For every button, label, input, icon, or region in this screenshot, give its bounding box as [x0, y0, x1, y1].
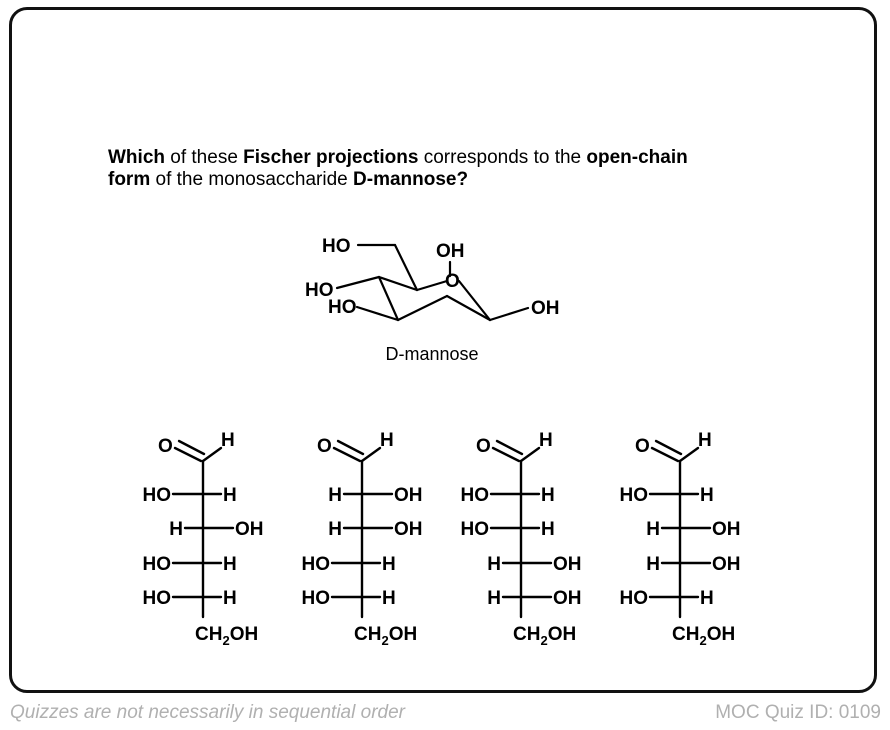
haworth-labels: HO OH O HO HO OH — [305, 236, 560, 319]
left-substituent: H — [487, 554, 501, 575]
bond-c4-c5 — [377, 275, 419, 292]
right-substituent: H — [700, 485, 714, 506]
right-substituent: H — [223, 588, 237, 609]
aldehyde-double-bond-2 — [336, 439, 365, 456]
ch2oh-label: CH2OH — [672, 624, 735, 648]
left-substituent: HO — [461, 485, 490, 506]
right-substituent: H — [223, 485, 237, 506]
bond-c1-oh — [488, 306, 530, 322]
right-substituent: OH — [394, 519, 423, 540]
right-substituent: H — [541, 519, 555, 540]
aldehyde-double-bond-1 — [173, 446, 203, 463]
aldehyde-h-bond — [519, 446, 541, 463]
label-ho-left: HO — [305, 280, 334, 301]
right-substituent: H — [700, 588, 714, 609]
right-substituent: OH — [553, 554, 582, 575]
right-substituent: OH — [394, 485, 423, 506]
footer-disclaimer: Quizzes are not necessarily in sequentia… — [10, 702, 405, 723]
aldehyde-h-bond — [360, 446, 382, 463]
bond-c2-c1 — [445, 294, 492, 322]
q-bold-form: form — [108, 169, 151, 190]
aldehyde-h-label: H — [380, 430, 394, 451]
aldehyde-o-label: O — [317, 436, 332, 457]
aldehyde-o-label: O — [635, 436, 650, 457]
left-substituent: HO — [461, 519, 490, 540]
q-text-2: corresponds to the — [418, 147, 587, 168]
left-substituent: HO — [143, 554, 172, 575]
question-text: Which of these Fischer projections corre… — [108, 147, 808, 191]
q-bold-which: Which — [108, 147, 165, 168]
label-oh-right: OH — [531, 298, 560, 319]
aldehyde-h-bond — [678, 446, 700, 463]
q-bold-d-mannose: D-mannose? — [353, 169, 469, 190]
left-substituent: HO — [620, 485, 649, 506]
label-d-mannose: D-mannose — [385, 344, 478, 364]
q-text-1: of these — [165, 147, 244, 168]
bond-ho-c4 — [335, 275, 381, 290]
bond-c4-c3 — [377, 275, 400, 322]
right-substituent: H — [382, 554, 396, 575]
aldehyde-h-bond — [201, 446, 223, 463]
ch2oh-label: CH2OH — [354, 624, 417, 648]
aldehyde-double-bond-2 — [495, 439, 524, 456]
ch2oh-label: CH2OH — [195, 624, 258, 648]
left-substituent: HO — [302, 588, 331, 609]
left-substituent: HO — [143, 485, 172, 506]
right-substituent: H — [223, 554, 237, 575]
q-bold-fischer: Fischer projections — [243, 147, 419, 168]
bond-o-c1 — [457, 279, 492, 322]
left-substituent: H — [646, 519, 660, 540]
aldehyde-double-bond-1 — [491, 446, 521, 463]
left-substituent: H — [328, 485, 342, 506]
left-substituent: H — [328, 519, 342, 540]
right-substituent: OH — [553, 588, 582, 609]
right-substituent: H — [541, 485, 555, 506]
label-ho-low: HO — [328, 297, 357, 318]
right-substituent: OH — [712, 519, 741, 540]
left-substituent: H — [487, 588, 501, 609]
label-ring-o: O — [445, 271, 460, 292]
aldehyde-h-label: H — [221, 430, 235, 451]
haworth-structure — [335, 243, 530, 322]
aldehyde-double-bond-2 — [654, 439, 683, 456]
left-substituent: H — [646, 554, 660, 575]
right-substituent: OH — [235, 519, 264, 540]
label-ho-ch2: HO — [322, 236, 351, 257]
left-substituent: HO — [620, 588, 649, 609]
left-substituent: H — [169, 519, 183, 540]
right-substituent: OH — [712, 554, 741, 575]
bond-c5-o — [415, 279, 449, 292]
aldehyde-h-label: H — [539, 430, 553, 451]
aldehyde-o-label: O — [476, 436, 491, 457]
footer-quiz-id: MOC Quiz ID: 0109 — [715, 702, 881, 723]
bond-c3-c2 — [396, 294, 449, 322]
right-substituent: H — [382, 588, 396, 609]
aldehyde-double-bond-1 — [650, 446, 680, 463]
aldehyde-double-bond-2 — [177, 439, 206, 456]
left-substituent: HO — [302, 554, 331, 575]
bond-ch2-c5 — [393, 243, 419, 292]
q-text-3: of the monosaccharide — [150, 169, 354, 190]
ch2oh-label: CH2OH — [513, 624, 576, 648]
label-oh-top: OH — [436, 241, 465, 262]
aldehyde-h-label: H — [698, 430, 712, 451]
left-substituent: HO — [143, 588, 172, 609]
q-bold-open-chain: open-chain — [586, 147, 688, 168]
quiz-card — [9, 7, 877, 693]
bond-ho-c3 — [355, 305, 400, 322]
aldehyde-double-bond-1 — [332, 446, 362, 463]
aldehyde-o-label: O — [158, 436, 173, 457]
